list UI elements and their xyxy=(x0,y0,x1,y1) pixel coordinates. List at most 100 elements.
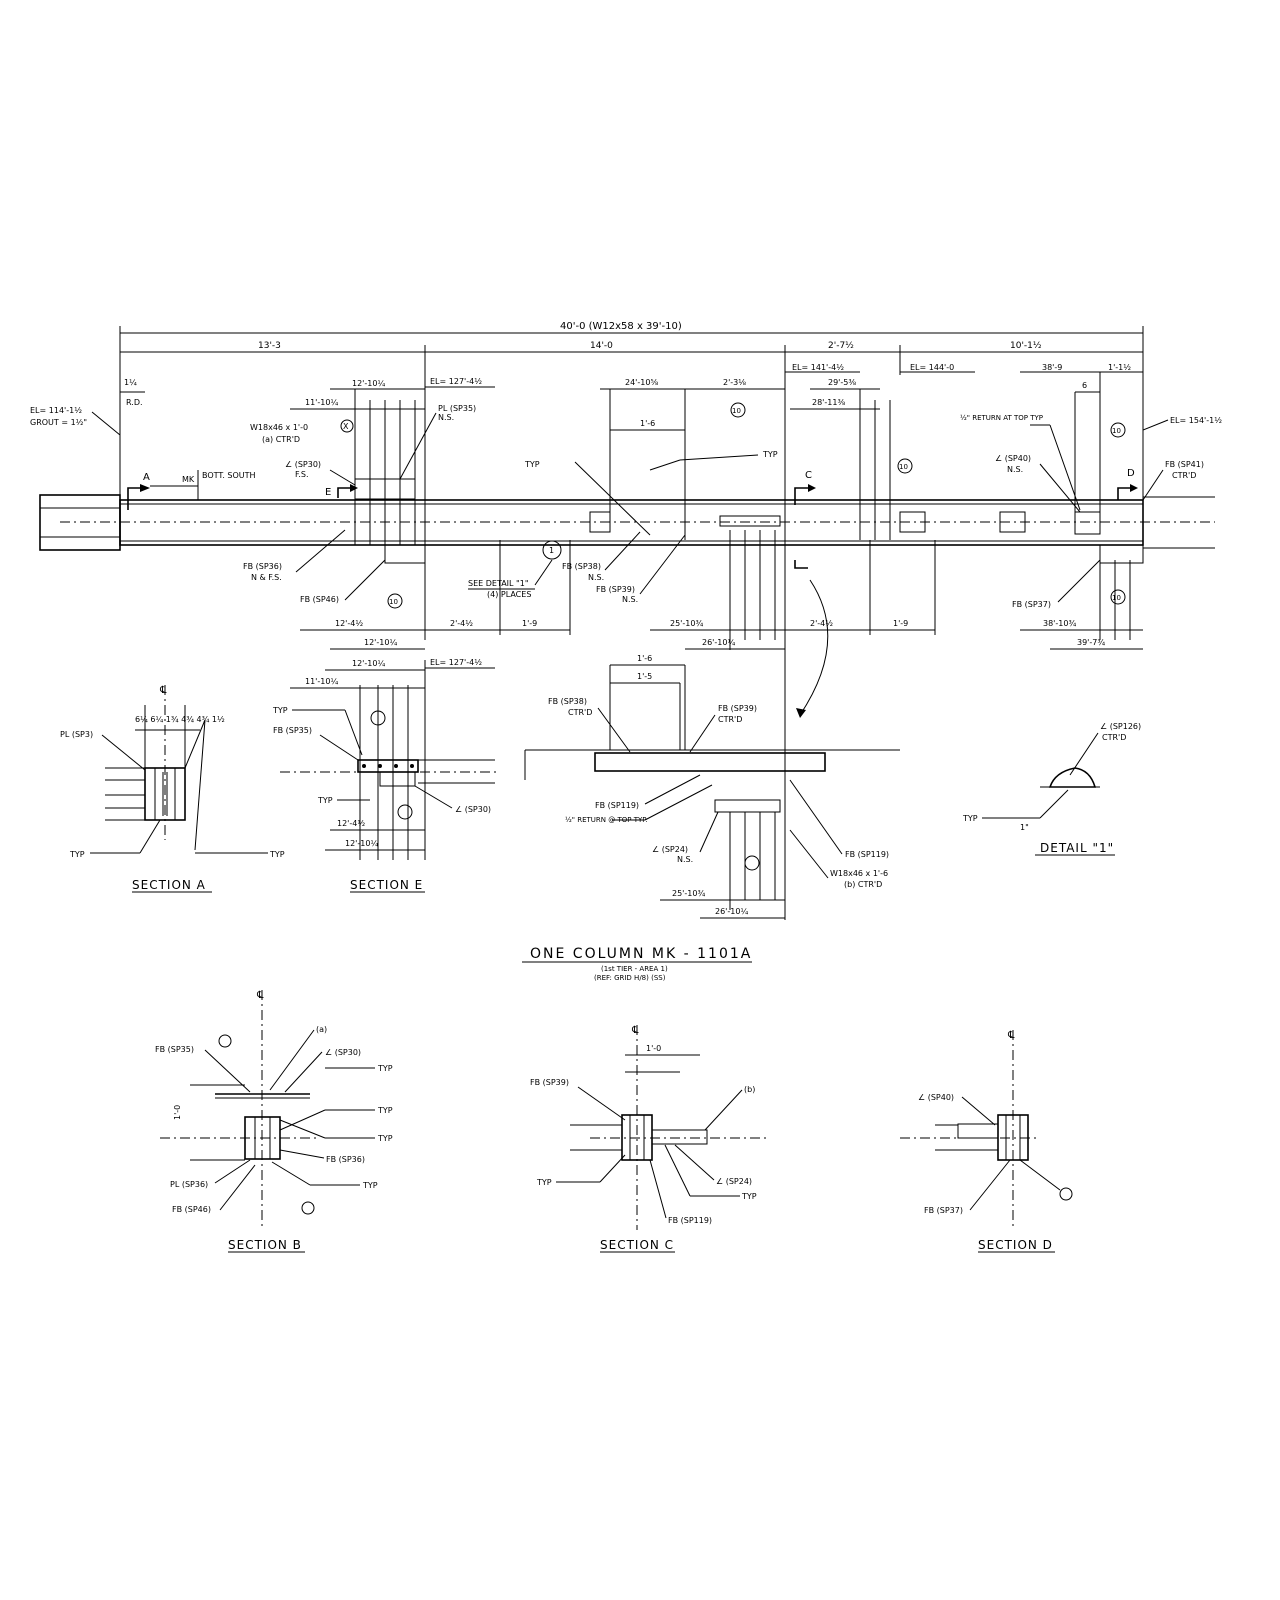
enl-elev: EL= 127'-4½ xyxy=(430,658,482,667)
bottom-dim-7: 2'-4½ xyxy=(810,619,833,628)
fb-sp37-label: FB (SP37) xyxy=(1012,600,1051,609)
section-a-typ-1: TYP xyxy=(69,850,85,859)
a-ctrd-label: (a) CTR'D xyxy=(262,435,300,444)
bubble-x xyxy=(340,419,354,433)
drawing-subtitle-2: (REF: GRID H/8) (SS) xyxy=(594,974,666,982)
top-dim-5: 2'-3⅛ xyxy=(723,378,746,387)
four-places-label: (4) PLACES xyxy=(487,590,531,599)
enl-fb-sp119: FB (SP119) xyxy=(595,801,639,810)
section-a: ℄ 6¼ 6¼ 1¾ 4¾ 4¾ 1½ PL (SP3) TYP TYP SEC… xyxy=(60,685,285,893)
section-b-typ-3: TYP xyxy=(377,1134,393,1143)
svg-text:℄: ℄ xyxy=(256,990,264,1001)
section-b: ℄ FB (SP35) (a) ∠ (SP30) TYP TYP TYP FB … xyxy=(155,990,393,1253)
section-b-bubble-x-2 xyxy=(301,1201,315,1215)
drawing-subtitle-1: (1st TIER - AREA 1) xyxy=(601,965,668,973)
detail-1-1in: 1" xyxy=(1020,823,1029,832)
bottom-dim-2: 12'-10¼ xyxy=(364,638,397,647)
fb-sp36-label: FB (SP36) xyxy=(243,562,282,571)
l-sp40-label: ∠ (SP40) xyxy=(995,454,1031,463)
svg-text:℄: ℄ xyxy=(1007,1030,1015,1041)
bott-south-label: BOTT. SOUTH xyxy=(202,471,256,480)
top-dim-4: 24'-10⅝ xyxy=(625,378,658,387)
elevation-2: EL= 141'-4½ xyxy=(792,363,844,372)
enl-dim-3: 12'-4½ xyxy=(337,819,365,828)
svg-text:X: X xyxy=(343,422,349,431)
bottom-dim-10: 39'-7¾ xyxy=(1077,638,1105,647)
svg-text:10: 10 xyxy=(732,407,741,415)
ns-label-3: N.S. xyxy=(622,595,638,604)
overall-dimension: 40'-0 (W12x58 x 39'-10) xyxy=(560,321,682,332)
grout-label: GROUT = 1½" xyxy=(30,418,87,427)
elevation-1: EL= 127'-4½ xyxy=(430,377,482,386)
enl-bubble-3 xyxy=(744,855,760,871)
seg-dim-1: 13'-3 xyxy=(258,341,281,351)
section-c-title: SECTION C xyxy=(600,1238,674,1252)
elevation-top: EL= 154'-1½ xyxy=(1170,416,1222,425)
enl-ns: N.S. xyxy=(677,855,693,864)
section-a-title: SECTION A xyxy=(132,878,206,892)
section-d-bubble-x xyxy=(1059,1187,1073,1201)
pl-sp35-label: PL (SP35) xyxy=(438,404,476,413)
section-b-1-0: 1'-0 xyxy=(173,1105,182,1120)
top-dim-10: 1'-6 xyxy=(640,419,655,428)
svg-text:10: 10 xyxy=(899,463,908,471)
section-cut-a: A xyxy=(143,472,150,483)
fb-sp46-label: FB (SP46) xyxy=(300,595,339,604)
rd-label: R.D. xyxy=(126,398,143,407)
top-dim-9: 1'-1½ xyxy=(1108,363,1131,372)
enl-dim-4: 12'-10¼ xyxy=(345,839,378,848)
elevation-base: EL= 114'-1½ xyxy=(30,406,82,415)
enl-typ-1: TYP xyxy=(272,706,288,715)
bottom-dim-4: 1'-9 xyxy=(522,619,537,628)
drawing-title: ONE COLUMN MK - 1101A xyxy=(530,946,752,962)
section-c-fb-sp119: FB (SP119) xyxy=(668,1216,712,1225)
section-b-fb-sp35: FB (SP35) xyxy=(155,1045,194,1054)
enl-dim-6: 1'-5 xyxy=(637,672,652,681)
l-sp30-label: ∠ (SP30) xyxy=(285,460,321,469)
svg-text:℄: ℄ xyxy=(631,1025,639,1036)
section-c-b: (b) xyxy=(744,1085,755,1094)
section-cut-d: D xyxy=(1127,468,1135,479)
detail-1: ∠ (SP126) CTR'D TYP 1" DETAIL "1" xyxy=(962,722,1141,856)
enl-b-ctrd: (b) CTR'D xyxy=(844,880,882,889)
section-d-l-sp40: ∠ (SP40) xyxy=(918,1093,954,1102)
section-d-title: SECTION D xyxy=(978,1238,1053,1252)
bottom-dim-6: 26'-10¼ xyxy=(702,638,735,647)
bottom-dim-9: 38'-10¾ xyxy=(1043,619,1076,628)
section-b-fb-sp36: FB (SP36) xyxy=(326,1155,365,1164)
top-dim-1: 1¼ xyxy=(124,378,137,387)
enl-bubble-2 xyxy=(397,804,413,820)
ns-label-2: N.S. xyxy=(588,573,604,582)
top-dim-2: 12'-10¼ xyxy=(352,379,385,388)
enl-dim-7: 25'-10¾ xyxy=(672,889,705,898)
section-b-pl-sp36: PL (SP36) xyxy=(170,1180,208,1189)
enl-l-sp24: ∠ (SP24) xyxy=(652,845,688,854)
section-d: ℄ ∠ (SP40) FB (SP37) SECTION D xyxy=(900,1030,1073,1253)
fb-sp39-label: FB (SP39) xyxy=(596,585,635,594)
main-elevation-view: 40'-0 (W12x58 x 39'-10) 13'-3 14'-0 2'-7… xyxy=(30,321,1222,920)
svg-text:1: 1 xyxy=(549,546,554,555)
fb-sp38-label: FB (SP38) xyxy=(562,562,601,571)
section-b-typ-4: TYP xyxy=(362,1181,378,1190)
detail-1-l-sp126: ∠ (SP126) xyxy=(1100,722,1141,731)
top-dim-3: 11'-10¼ xyxy=(305,398,338,407)
seg-dim-4: 10'-1½ xyxy=(1010,341,1042,351)
section-c-l-sp24: ∠ (SP24) xyxy=(716,1177,752,1186)
enl-w18: W18x46 x 1'-6 xyxy=(830,869,888,878)
detail-1-title: DETAIL "1" xyxy=(1040,841,1114,855)
section-e: SECTION E xyxy=(350,878,425,893)
top-dim-11: 6 xyxy=(1082,381,1087,390)
top-dim-6: 29'-5⅜ xyxy=(828,378,856,387)
bottom-dim-1: 12'-4½ xyxy=(335,619,363,628)
svg-text:10: 10 xyxy=(1112,427,1121,435)
section-c-fb-sp39: FB (SP39) xyxy=(530,1078,569,1087)
fs-label: F.S. xyxy=(295,470,308,479)
bubble-10-d xyxy=(1110,422,1126,438)
enl-fb-sp39: FB (SP39) xyxy=(718,704,757,713)
section-b-typ-2: TYP xyxy=(377,1106,393,1115)
section-cut-e: E xyxy=(325,487,331,498)
enl-return: ½" RETURN @ TOP TYP. xyxy=(565,816,648,824)
enl-ctrd-1: CTR'D xyxy=(568,708,592,717)
bottom-dim-3: 2'-4½ xyxy=(450,619,473,628)
